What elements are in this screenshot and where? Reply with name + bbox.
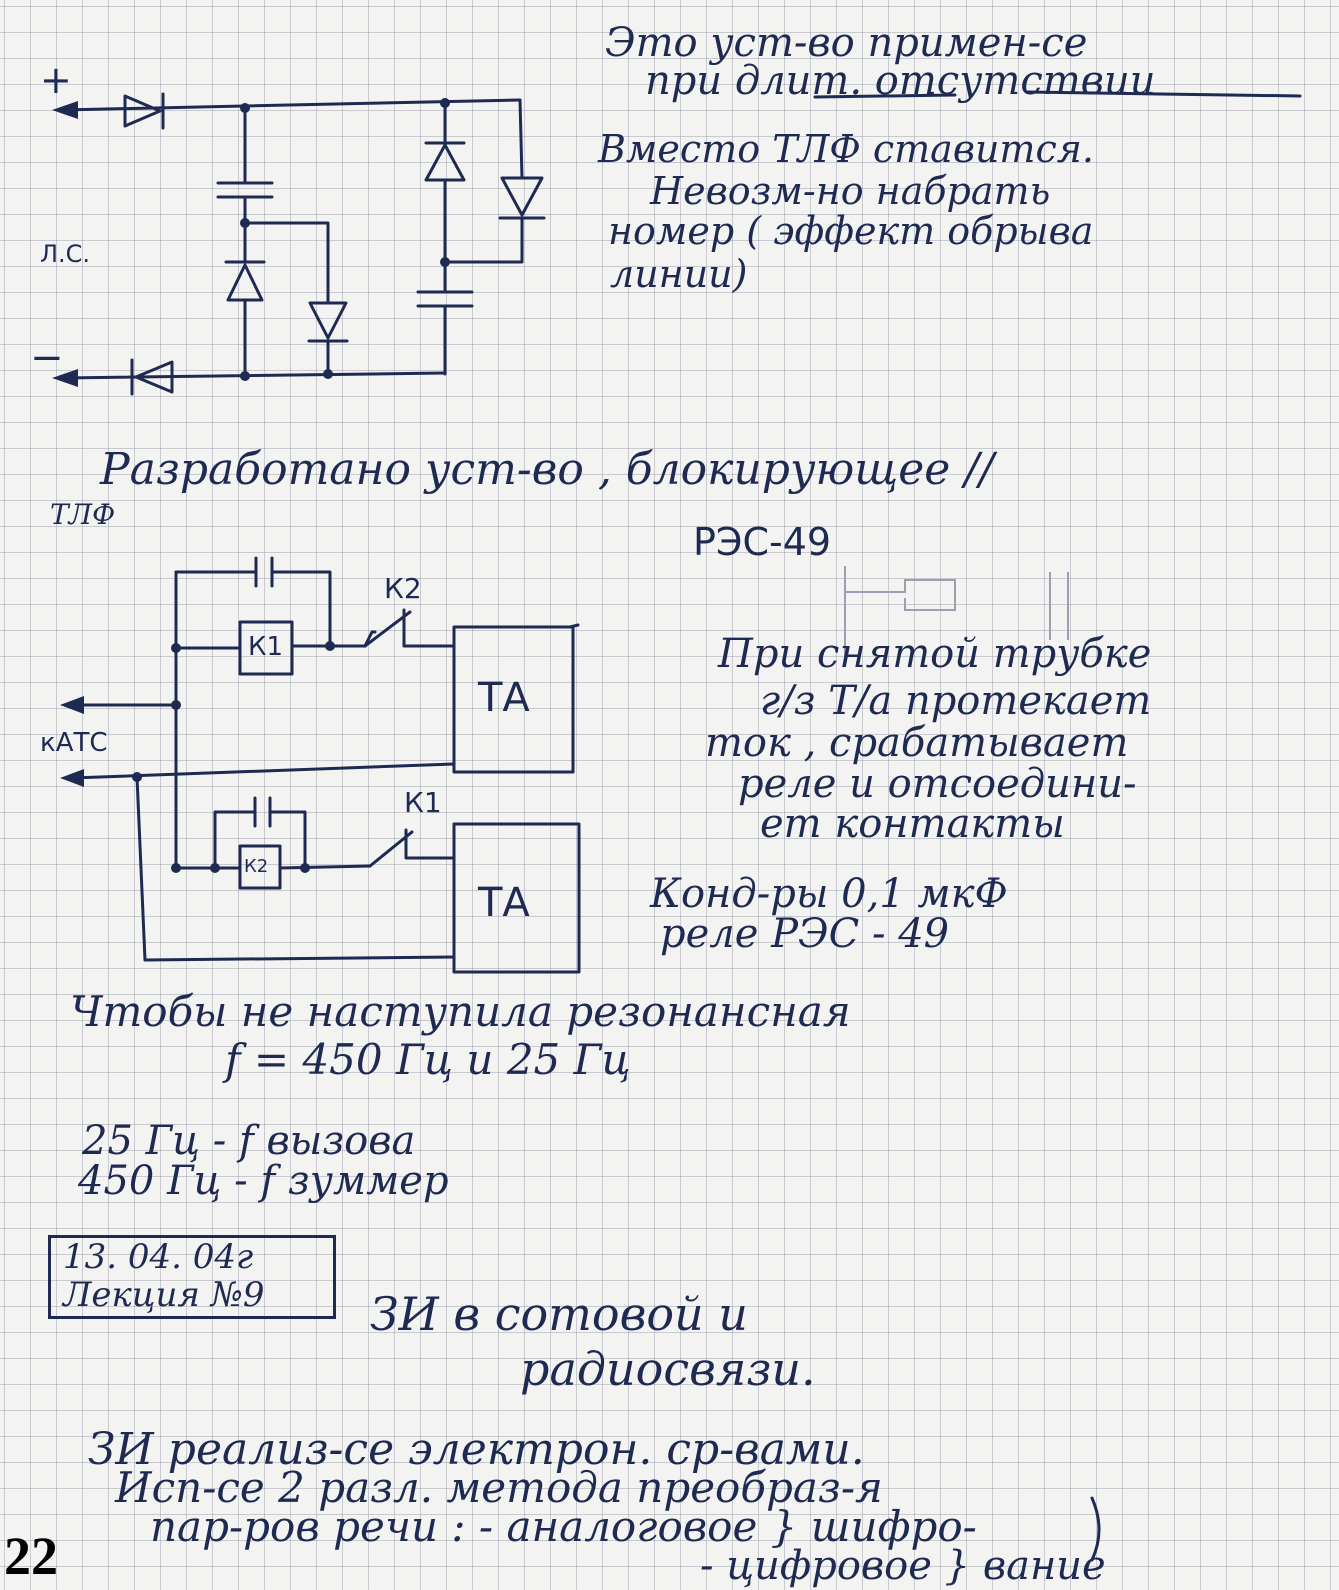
ta-top-label: ТА — [478, 675, 530, 721]
note-top-line1: Это уст-во примен-се — [605, 20, 1088, 66]
page-number: 22 — [4, 1526, 58, 1586]
note-instead-line1: Вместо ТЛФ ставится. — [598, 127, 1094, 171]
capacitor-c2 — [416, 290, 474, 308]
body-line4: - цифровое } вание — [700, 1543, 1106, 1589]
ta-bottom-label: ТА — [478, 880, 530, 926]
k2-contact-label: К2 — [384, 572, 422, 605]
note-resonance-line2: f = 450 Гц и 25 Гц — [225, 1035, 631, 1084]
note-handset-line1: При снятой трубке — [718, 631, 1152, 677]
brace-shifrovanie — [1090, 1496, 1101, 1562]
body-line2: Исп-се 2 разл. метода преобраз-я — [115, 1463, 883, 1512]
section-title-line1: ЗИ в сотовой и — [370, 1287, 748, 1341]
capacitor-top — [254, 556, 274, 588]
diode-top-input — [123, 94, 162, 128]
lecture-number: Лекция №9 — [63, 1275, 265, 1315]
katc-arrow-lower — [60, 769, 84, 787]
diode-d3 — [424, 143, 466, 182]
note-components-line2: реле РЭС - 49 — [660, 911, 950, 957]
relay-coil-k1 — [238, 620, 294, 676]
heading-developed-line2: ТЛФ — [50, 498, 116, 531]
diode-d2 — [308, 301, 348, 340]
note-top-line2: при длит. отсутствии — [645, 58, 1156, 104]
note-resonance-line1: Чтобы не наступила резонансная — [70, 987, 851, 1036]
capacitor-c1 — [216, 181, 274, 199]
note-instead-line2: Невозм-но набрать — [650, 169, 1051, 213]
note-handset-line2: г/з Т/а протекает — [760, 678, 1152, 724]
k2-coil-label: К2 — [244, 856, 269, 877]
k1-coil-label: К1 — [248, 632, 284, 662]
capacitor-bottom — [253, 796, 272, 828]
diode-bottom-input — [134, 360, 174, 394]
circuit-parallel-blocker — [60, 556, 1069, 974]
heading-developed-line1: Разработано уст-во , блокирующее // — [100, 444, 994, 495]
line-label: Л.С. — [40, 240, 91, 268]
diode-d4 — [500, 176, 544, 217]
ta-top-box — [452, 625, 575, 774]
circuit-line-protection — [52, 92, 546, 396]
body-line3: пар-ров речи : - аналоговое } шифро- — [150, 1502, 977, 1551]
note-handset-line3: ток , срабатывает — [705, 720, 1129, 766]
lecture-date: 13. 04. 04г — [63, 1237, 254, 1277]
note-instead-line4: линии) — [610, 252, 748, 296]
minus-terminal-arrow — [52, 369, 78, 387]
diode-d1 — [226, 263, 264, 302]
note-freqs-line2: 450 Гц - f зуммер — [78, 1158, 449, 1204]
k1-contact-label: К1 — [404, 786, 442, 819]
body-line1: ЗИ реализ-се электрон. ср-вами. — [88, 1424, 865, 1475]
ta-bottom-box — [452, 822, 581, 974]
minus-label: − — [30, 335, 64, 381]
section-title-line2: радиосвязи. — [520, 1342, 816, 1396]
note-components-line1: Конд-ры 0,1 мкФ — [650, 871, 1008, 917]
katc-label: кАТС — [40, 728, 108, 758]
relay-model-label: РЭС-49 — [693, 520, 832, 564]
relay-sketch-faint — [844, 566, 1069, 660]
lecture-date-box: 13. 04. 04г Лекция №9 — [48, 1235, 336, 1319]
note-handset-line5: ет контакты — [760, 801, 1065, 847]
plus-label: + — [40, 58, 72, 102]
note-freqs-line1: 25 Гц - f вызова — [82, 1118, 416, 1164]
note-instead-line3: номер ( эффект обрыва — [608, 209, 1094, 253]
katc-arrow-upper — [60, 696, 84, 714]
note-handset-line4: реле и отсоедини- — [738, 761, 1137, 807]
plus-terminal-arrow — [52, 101, 78, 119]
